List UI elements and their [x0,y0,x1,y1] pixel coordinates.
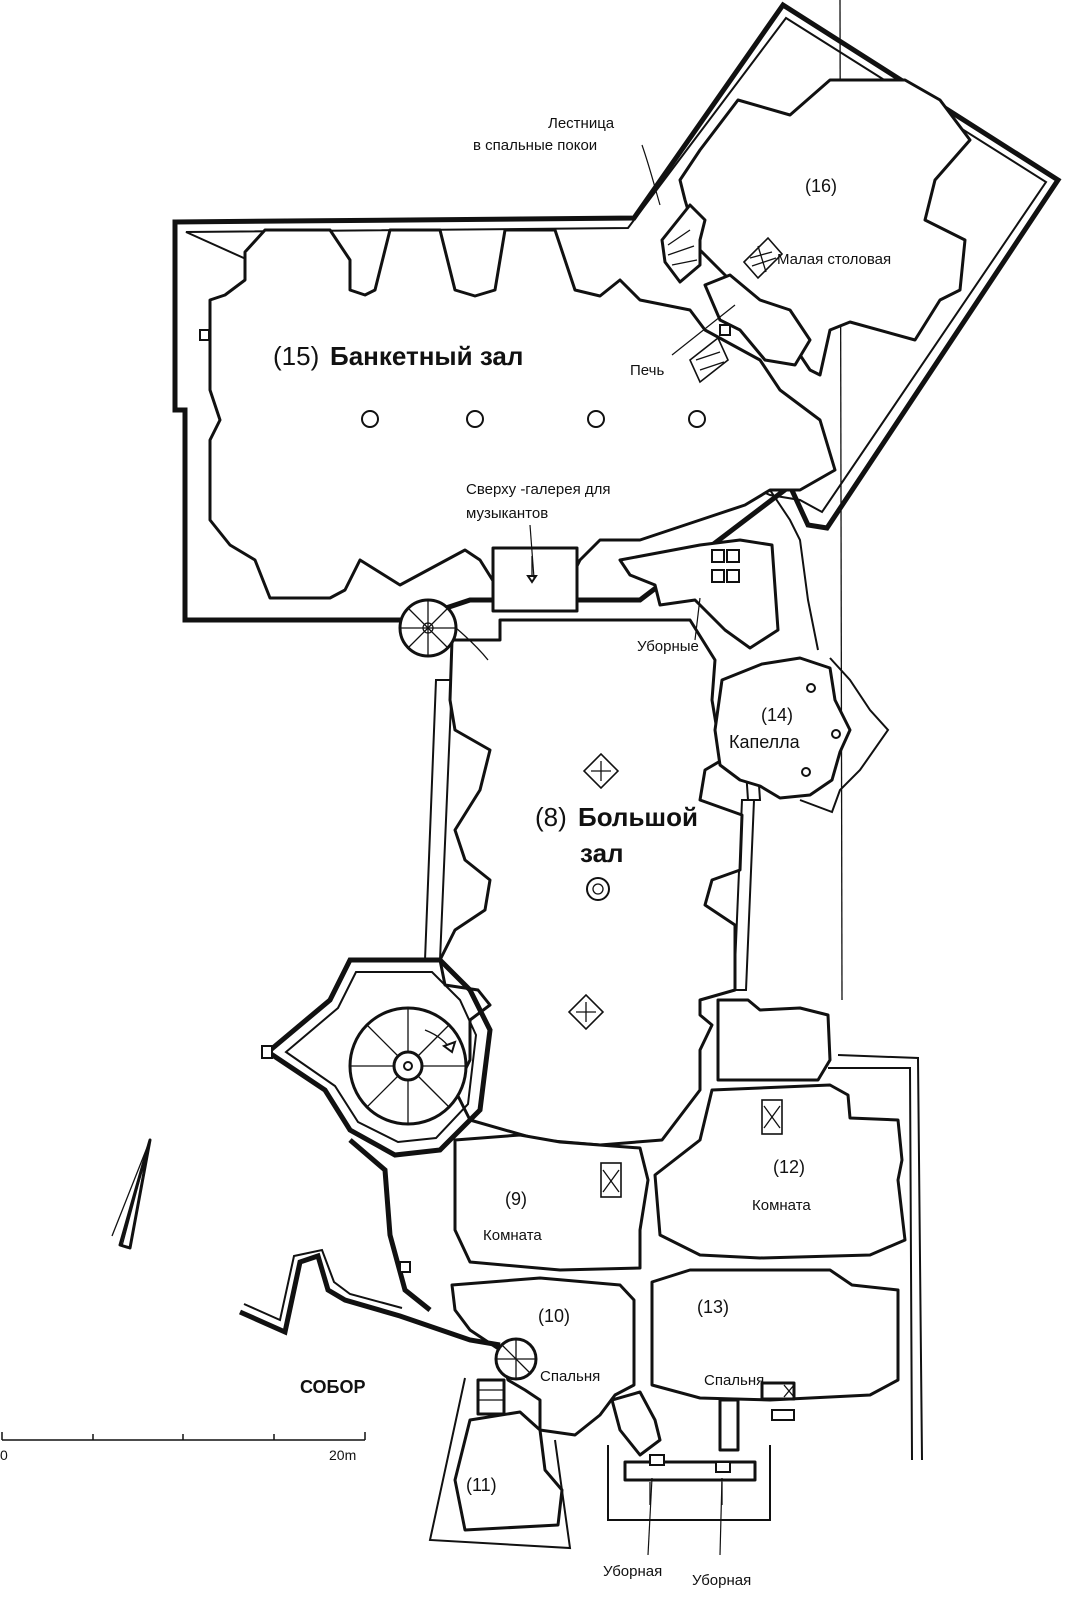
room13-number: (13) [697,1297,729,1317]
room11-number: (11) [466,1475,497,1495]
chapel [713,656,852,800]
east-outer-wall [828,1054,923,1461]
room-9 [453,1133,650,1272]
room16-number: (16) [805,176,837,196]
room8-name: Большой [578,802,698,832]
room-13 [650,1268,900,1402]
room15-name: Банкетный зал [330,341,523,371]
room10-number: (10) [538,1306,570,1326]
room9-number: (9) [505,1189,527,1209]
room13-name: Спальня [704,1372,764,1389]
latrines-block [618,489,819,651]
room14-number: (14) [761,705,793,725]
gallery-label: Сверху -галерея для [466,481,611,498]
chapel-apse-outer [799,657,890,814]
pointer-arrows [529,144,736,1556]
staircase-note-2: в спальные покои [473,137,597,154]
banquet-hall [208,228,837,600]
room-11-outer [428,1377,572,1550]
latrines-south [607,1390,771,1521]
room10-name: Спальня [540,1368,600,1385]
room8-number: (8) [535,802,567,832]
spiral-staircase-south [494,1337,538,1381]
latrine-label-right: Уборная [692,1572,751,1589]
west-tower [261,957,493,1158]
room-13-hearth [760,1381,796,1421]
chapel-pillars [801,683,841,777]
wall-niche [199,329,210,341]
antechamber [716,998,832,1082]
spiral-staircase-north [398,598,489,661]
latrine-label-left: Уборная [603,1563,662,1580]
scale-end-label: 20m [329,1447,356,1463]
staircase-note: Лестница [548,115,615,132]
musicians-gallery [491,546,579,613]
cathedral-label: СОБОР [300,1377,366,1397]
room12-name: Комната [752,1197,811,1214]
latrines-label: Уборные [637,638,699,655]
stove-label: Печь [630,362,664,379]
cathedral-wall [238,1138,501,1348]
hearth-mark-dining [742,236,784,280]
north-arrow-icon [111,1138,152,1250]
room14-name: Капелла [729,732,801,752]
room8-name-2: зал [580,838,624,868]
room15-number: (15) [273,341,319,371]
stove-block [689,273,812,384]
scale-start-label: 0 [0,1447,8,1463]
stair-to-bedrooms [660,203,707,284]
room-12-hearth [761,1099,783,1135]
banquet-columns [361,410,706,428]
great-hall-pillars [567,752,620,1031]
room9-name: Комната [483,1227,542,1244]
room16-name: Малая столовая [777,251,891,268]
gallery-label-2: музыкантов [466,505,548,522]
stair-flight-south [476,1378,506,1416]
room-9-hearth [600,1162,622,1198]
room12-number: (12) [773,1157,805,1177]
room-12 [653,1083,907,1260]
scale-bar: 0 20m [0,1432,366,1463]
